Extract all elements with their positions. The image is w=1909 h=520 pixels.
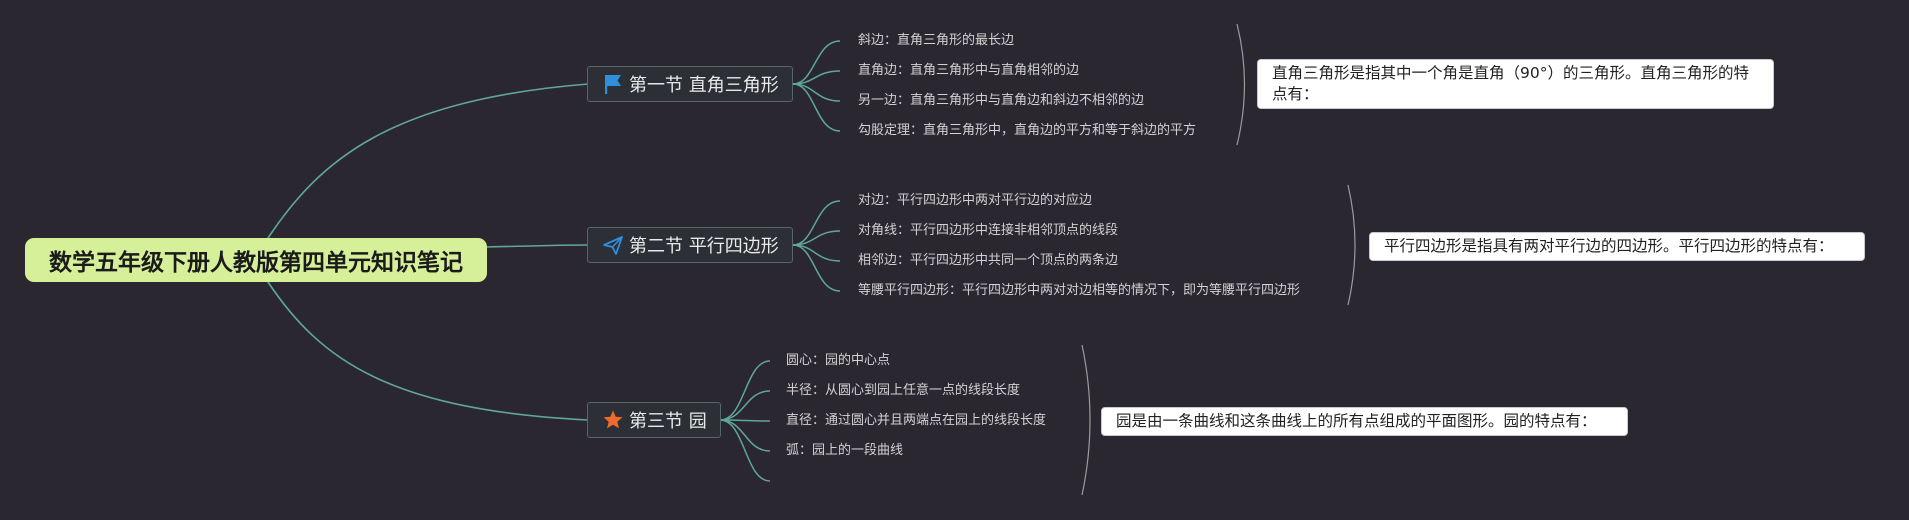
section-3-title: 第三节 园 — [629, 411, 707, 432]
section-3-item-2[interactable]: 半径：从圆心到园上任意一点的线段长度 — [786, 383, 1021, 398]
section-2-topic[interactable]: 第二节 平行四边形 — [587, 227, 793, 263]
section-3-summary-brace — [1081, 344, 1091, 496]
section-2-item-3[interactable]: 相邻边：平行四边形中共同一个顶点的两条边 — [858, 253, 1119, 268]
section-3-item-4[interactable]: 弧：园上的一段曲线 — [786, 443, 904, 458]
section-1-title: 第一节 直角三角形 — [629, 75, 779, 96]
section-2-item-1[interactable]: 对边：平行四边形中两对平行边的对应边 — [858, 193, 1093, 208]
root-to-section-2-connector — [486, 244, 589, 248]
section-2-branch-4 — [792, 244, 841, 292]
section-1-summary-brace — [1236, 23, 1246, 146]
root-topic-label: 数学五年级下册人教版第四单元知识笔记 — [49, 250, 463, 276]
section-3-branch-4 — [719, 419, 771, 452]
section-2-item-4[interactable]: 等腰平行四边形：平行四边形中两对对边相等的情况下，即为等腰平行四边形 — [858, 283, 1301, 298]
section-3-topic[interactable]: 第三节 园 — [587, 402, 721, 438]
section-2-summary-brace — [1347, 184, 1356, 306]
section-3-item-1[interactable]: 圆心：园的中心点 — [786, 353, 891, 368]
star-icon — [602, 409, 624, 431]
root-to-section-3-connector — [267, 281, 589, 421]
section-2-summary[interactable]: 平行四边形是指具有两对平行边的四边形。平行四边形的特点有： — [1369, 232, 1865, 261]
section-1-item-3[interactable]: 另一边：直角三角形中与直角边和斜边不相邻的边 — [858, 93, 1145, 108]
paper-plane-icon — [602, 234, 624, 256]
section-1-item-1[interactable]: 斜边：直角三角形的最长边 — [858, 33, 1015, 48]
section-3-summary[interactable]: 园是由一条曲线和这条曲线上的所有点组成的平面图形。园的特点有： — [1101, 407, 1628, 436]
root-to-section-1-connector — [267, 83, 589, 239]
section-1-branch-1 — [792, 40, 841, 85]
section-1-summary[interactable]: 直角三角形是指其中一个角是直角（90°）的三角形。直角三角形的特点有： — [1257, 59, 1774, 109]
root-topic[interactable]: 数学五年级下册人教版第四单元知识笔记 — [25, 238, 487, 282]
section-3-branch-2 — [719, 390, 771, 421]
section-2-branch-1 — [792, 200, 841, 246]
section-1-topic[interactable]: 第一节 直角三角形 — [587, 66, 793, 102]
flag-icon — [602, 73, 624, 95]
section-2-item-2[interactable]: 对角线：平行四边形中连接非相邻顶点的线段 — [858, 223, 1119, 238]
section-3-branch-5 — [719, 419, 771, 482]
section-1-item-2[interactable]: 直角边：直角三角形中与直角相邻的边 — [858, 63, 1080, 78]
section-3-item-3[interactable]: 直径：通过圆心并且两端点在园上的线段长度 — [786, 413, 1047, 428]
section-1-item-4[interactable]: 勾股定理：直角三角形中，直角边的平方和等于斜边的平方 — [858, 123, 1197, 138]
section-3-branch-1 — [719, 360, 771, 421]
section-2-title: 第二节 平行四边形 — [629, 236, 779, 257]
section-1-branch-4 — [792, 83, 841, 132]
